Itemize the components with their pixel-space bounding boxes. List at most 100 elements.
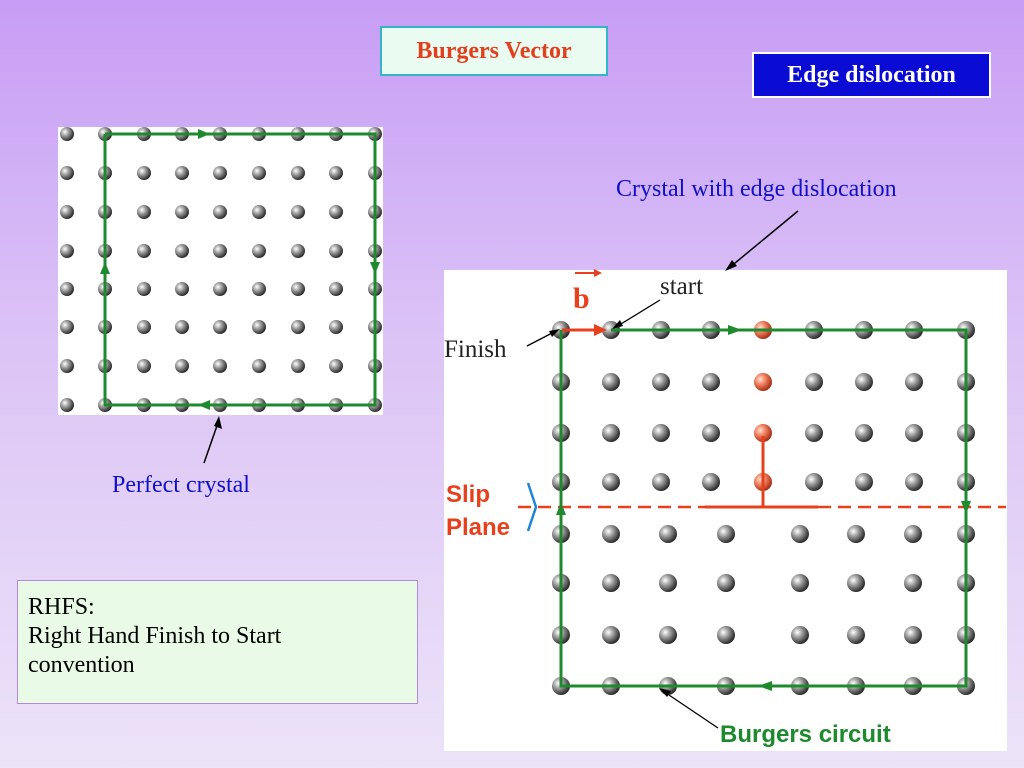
atom (754, 424, 772, 442)
start-pointer (612, 299, 661, 329)
atom (291, 166, 305, 180)
atom (252, 205, 266, 219)
atom (213, 359, 227, 373)
atom (137, 282, 151, 296)
atom (329, 320, 343, 334)
atom (652, 424, 670, 442)
perfect-burgers-circuit (100, 129, 380, 410)
atom (754, 373, 772, 391)
atom (252, 282, 266, 296)
atom (855, 373, 873, 391)
atom (291, 320, 305, 334)
atom (175, 359, 189, 373)
atom (847, 525, 865, 543)
atom (847, 626, 865, 644)
atom (702, 373, 720, 391)
atom (213, 166, 227, 180)
atom (602, 473, 620, 491)
atom (659, 574, 677, 592)
atom (60, 398, 74, 412)
plane-label: Plane (446, 514, 510, 541)
finish-label: Finish (444, 336, 507, 363)
atom (329, 359, 343, 373)
atom (60, 166, 74, 180)
burgers-vector-arrow (562, 324, 607, 336)
atom (137, 166, 151, 180)
atom (137, 205, 151, 219)
dislocation-caption-pointer (725, 210, 799, 271)
atom (252, 244, 266, 258)
atom (652, 373, 670, 391)
atom (602, 626, 620, 644)
atom (175, 282, 189, 296)
atom (60, 282, 74, 296)
burgers-circuit-pointer (659, 688, 719, 729)
dislocation-burgers-circuit (556, 325, 971, 691)
atom (291, 282, 305, 296)
atom (213, 205, 227, 219)
rhfs-line: convention (28, 652, 135, 678)
atom (252, 359, 266, 373)
atom (60, 320, 74, 334)
atom (791, 574, 809, 592)
atom (717, 574, 735, 592)
slip-label: Slip (446, 481, 490, 508)
b-vector-overarrow (575, 269, 602, 277)
atom (252, 320, 266, 334)
atom (702, 473, 720, 491)
rhfs-line: Right Hand Finish to Start (28, 623, 282, 649)
atom (291, 359, 305, 373)
atom (60, 127, 74, 141)
edge-dislocation-badge: Edge dislocation (752, 52, 991, 98)
atom (252, 166, 266, 180)
atom (602, 373, 620, 391)
atom (175, 244, 189, 258)
atom (213, 244, 227, 258)
atom (702, 424, 720, 442)
atom (291, 205, 305, 219)
atom (805, 473, 823, 491)
atom (329, 205, 343, 219)
atom (213, 320, 227, 334)
perfect-crystal-pointer (203, 416, 222, 464)
perfect-crystal-caption: Perfect crystal (112, 472, 250, 498)
atom (175, 320, 189, 334)
atom (60, 244, 74, 258)
atom (791, 626, 809, 644)
atom (855, 424, 873, 442)
atom (805, 424, 823, 442)
atom (717, 626, 735, 644)
atom (60, 205, 74, 219)
b-vector-label: b (573, 282, 590, 315)
atom (905, 473, 923, 491)
atom (602, 574, 620, 592)
atom (175, 166, 189, 180)
atom (659, 525, 677, 543)
start-label: start (660, 273, 703, 300)
atom (329, 282, 343, 296)
dislocation-panel (444, 270, 1007, 751)
rhfs-heading: RHFS: (28, 594, 95, 620)
atom (60, 359, 74, 373)
page-title: Burgers Vector (380, 26, 608, 76)
atom (659, 626, 677, 644)
atom (904, 525, 922, 543)
atom (805, 373, 823, 391)
rhfs-note: RHFS: Right Hand Finish to Start convent… (17, 580, 418, 704)
atom (137, 359, 151, 373)
atom (602, 424, 620, 442)
atom (855, 473, 873, 491)
atom (847, 574, 865, 592)
atom (137, 244, 151, 258)
atom (329, 166, 343, 180)
finish-pointer (526, 329, 560, 347)
slip-plane-caret (526, 482, 538, 532)
atom (291, 244, 305, 258)
atom (137, 320, 151, 334)
atom (175, 205, 189, 219)
atom (213, 282, 227, 296)
atom (905, 424, 923, 442)
atom (904, 574, 922, 592)
atom (652, 473, 670, 491)
